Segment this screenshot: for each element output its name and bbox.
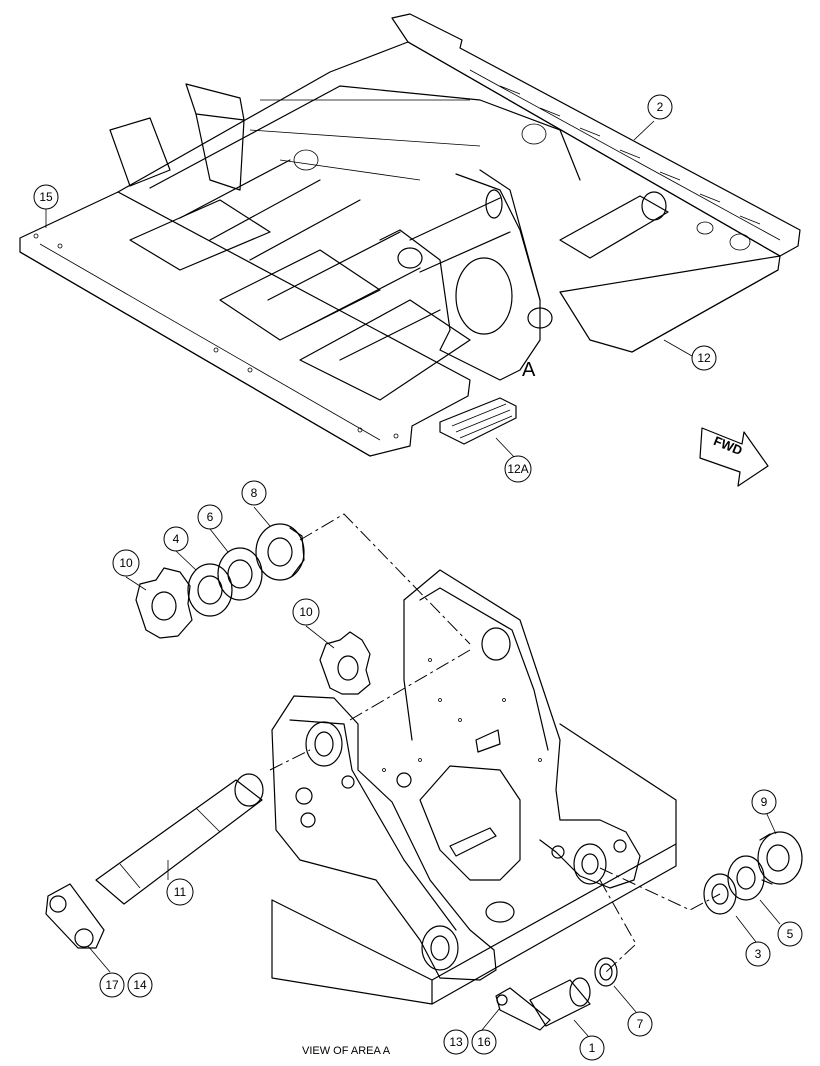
- washer-stack-left: [135, 523, 305, 639]
- svg-text:10: 10: [299, 605, 313, 619]
- callout-14: 14: [127, 972, 153, 998]
- svg-text:12: 12: [697, 351, 711, 365]
- callout-3: 3: [745, 941, 771, 967]
- svg-text:12A: 12A: [507, 462, 528, 476]
- callout-5: 5: [777, 921, 803, 947]
- upper-frame-assembly: [19, 13, 801, 457]
- svg-text:11: 11: [174, 885, 187, 899]
- view-caption: VIEW OF AREA A: [302, 1045, 391, 1057]
- callout-9: 9: [751, 789, 777, 815]
- svg-text:9: 9: [761, 795, 768, 809]
- pin-11: [45, 773, 264, 949]
- callout-17: 17: [99, 972, 125, 998]
- washer-7: [594, 957, 618, 987]
- svg-text:1: 1: [589, 1041, 596, 1055]
- washer-10-mid-hole: [337, 655, 359, 681]
- washer-7-hole: [599, 963, 613, 981]
- callout-4: 4: [163, 526, 189, 552]
- callout-13: 13: [443, 1029, 469, 1055]
- svg-text:8: 8: [251, 486, 258, 500]
- callout-7: 7: [627, 1011, 653, 1037]
- forward-arrow: FWD: [699, 427, 769, 487]
- boom-mount-detail: [271, 569, 677, 1005]
- svg-text:10: 10: [119, 556, 133, 570]
- washer-stack-right: [703, 831, 803, 915]
- svg-text:17: 17: [105, 978, 119, 992]
- callout-10-mid: 10: [292, 598, 320, 626]
- callout-12a: 12A: [504, 455, 532, 483]
- callout-2: 2: [647, 94, 673, 120]
- svg-text:5: 5: [787, 927, 794, 941]
- callout-12: 12: [691, 345, 717, 371]
- svg-text:4: 4: [173, 532, 180, 546]
- svg-text:14: 14: [133, 978, 147, 992]
- leader-lines: [45, 120, 781, 1037]
- washer-10-mid: [319, 631, 371, 695]
- callout-10-left: 10: [112, 549, 140, 577]
- callout-6: 6: [197, 504, 223, 530]
- assembly-lines: [269, 513, 721, 973]
- callout-15: 15: [33, 184, 59, 210]
- svg-text:16: 16: [477, 1035, 491, 1049]
- svg-text:3: 3: [755, 947, 762, 961]
- svg-text:15: 15: [39, 190, 53, 204]
- pin-1: [495, 977, 591, 1031]
- callout-8: 8: [241, 480, 267, 506]
- area-label: A: [522, 359, 536, 381]
- svg-text:2: 2: [657, 100, 664, 114]
- callout-1: 1: [579, 1035, 605, 1061]
- callout-11: 11: [166, 878, 194, 906]
- svg-text:13: 13: [449, 1035, 463, 1049]
- svg-text:7: 7: [637, 1017, 644, 1031]
- svg-text:6: 6: [207, 510, 214, 524]
- callout-16: 16: [471, 1029, 497, 1055]
